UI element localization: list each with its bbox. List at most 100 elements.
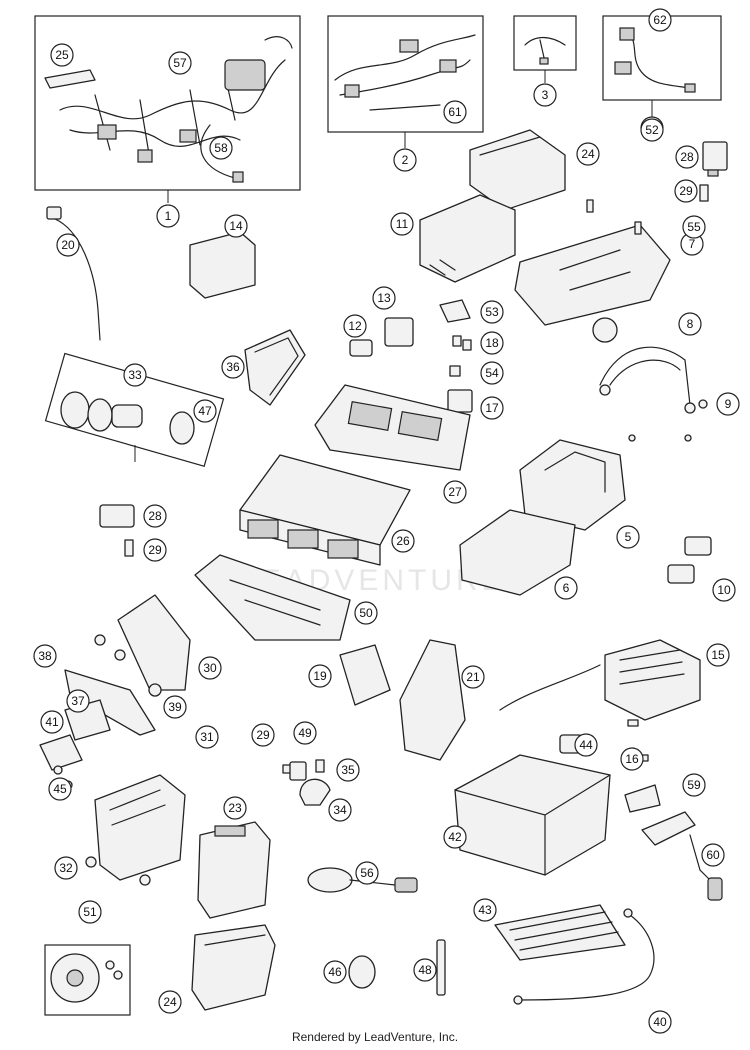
- callout-label-16: 16: [625, 752, 639, 766]
- tray-part-51: [194, 554, 351, 641]
- sensor-part-12: [349, 339, 373, 357]
- battery-part-43: [454, 754, 611, 876]
- callout-label-24: 24: [581, 147, 595, 161]
- callout-bubble-30: [198, 656, 222, 680]
- callout-bubble-39: [163, 695, 187, 719]
- clamp-part-34: [299, 778, 331, 806]
- callout-bubble-24: [158, 990, 182, 1014]
- callout-label-50: 50: [359, 606, 373, 620]
- cable-part-20: [46, 206, 101, 341]
- callout-label-18: 18: [485, 336, 499, 350]
- callout-label-54: 54: [485, 366, 499, 380]
- callout-bubble-2: [393, 148, 417, 172]
- cover-part-30: [117, 594, 191, 691]
- callout-label-61: 61: [448, 105, 462, 119]
- callout-label-43: 43: [478, 903, 492, 917]
- callout-label-29: 29: [256, 728, 270, 742]
- callout-bubble-58: [209, 136, 233, 160]
- sensor-cable-part-59: [200, 124, 244, 183]
- callout-bubble-29: [251, 723, 275, 747]
- screw-part-56: [586, 199, 642, 235]
- leader-lines: [134, 70, 653, 462]
- callout-bubble-52: [640, 118, 664, 142]
- fuse-holder-part-54: [439, 299, 471, 323]
- callout-bubble-28: [675, 145, 699, 169]
- callout-label-14: 14: [229, 219, 243, 233]
- fuse-part-55: [449, 365, 461, 377]
- callout-label-24: 24: [163, 995, 177, 1009]
- bracket-part-49: [436, 939, 446, 996]
- relay-part-28-mid: [99, 504, 135, 528]
- callout-bubble-32: [54, 856, 78, 880]
- callout-bubble-61: [443, 100, 467, 124]
- callout-label-35: 35: [341, 763, 355, 777]
- ecu-part-26: [239, 454, 411, 566]
- ring-part-48: [169, 411, 195, 445]
- callout-label-47: 47: [198, 404, 212, 418]
- bracket-part-50: [289, 761, 307, 781]
- callout-bubble-44: [574, 733, 598, 757]
- callout-label-51: 51: [83, 905, 97, 919]
- wiring-harness-53-part: [614, 27, 696, 93]
- callout-bubble-29: [674, 179, 698, 203]
- callout-label-48: 48: [418, 963, 432, 977]
- callout-label-19: 19: [313, 669, 327, 683]
- callout-bubble-50: [354, 601, 378, 625]
- callout-label-56: 56: [360, 866, 374, 880]
- relay-part-17: [447, 389, 473, 413]
- callout-label-10: 10: [717, 583, 731, 597]
- callout-label-3: 3: [542, 88, 549, 102]
- callout-label-20: 20: [61, 238, 75, 252]
- callout-label-62: 62: [653, 13, 667, 27]
- callout-bubble-17: [480, 396, 504, 420]
- gasket-part-36: [244, 329, 306, 406]
- callout-label-28: 28: [680, 150, 694, 164]
- callout-label-52: 52: [645, 123, 659, 137]
- callout-label-30: 30: [203, 661, 217, 675]
- control-unit-part-14: [189, 231, 256, 299]
- callout-label-5: 5: [625, 530, 632, 544]
- callout-bubble-56: [355, 861, 379, 885]
- callout-bubble-41: [40, 710, 64, 734]
- callout-label-28: 28: [148, 509, 162, 523]
- cable-tie-part-47: [348, 955, 376, 989]
- callout-bubble-23: [223, 796, 247, 820]
- callout-label-46: 46: [328, 965, 342, 979]
- callout-bubble-33: [123, 363, 147, 387]
- sensor-part-57: [307, 867, 418, 893]
- callout-bubble-15: [706, 643, 730, 667]
- callout-label-59: 59: [687, 778, 701, 792]
- callout-label-9: 9: [725, 397, 732, 411]
- callout-bubble-53: [480, 300, 504, 324]
- holder-part-42: [39, 734, 83, 771]
- module-part-23: [197, 821, 271, 919]
- callout-bubble-20: [56, 233, 80, 257]
- callout-bubble-11: [390, 212, 414, 236]
- callout-label-26: 26: [396, 534, 410, 548]
- battery-cable-part-41: [513, 908, 655, 1005]
- callout-bubble-38: [33, 644, 57, 668]
- callout-label-29: 29: [148, 543, 162, 557]
- callout-label-25: 25: [55, 48, 69, 62]
- pad-part-44: [494, 904, 626, 961]
- callout-bubble-3: [533, 83, 557, 107]
- ignition-lock-part-33: [60, 391, 143, 432]
- callout-bubble-28: [143, 504, 167, 528]
- ecu-cover-part-24-upper: [469, 129, 566, 211]
- callout-bubble-57: [168, 51, 192, 75]
- callout-bubbles: 1234567891011121314151617181920212324242…: [33, 8, 740, 1034]
- callout-label-7: 7: [689, 237, 696, 251]
- ecu-part-11: [419, 194, 516, 283]
- callout-bubble-13: [372, 286, 396, 310]
- control-unit-part-31: [94, 774, 186, 881]
- fuse-part-18: [452, 335, 472, 351]
- callout-label-13: 13: [377, 291, 391, 305]
- callout-label-12: 12: [348, 319, 362, 333]
- screw-part-9: [628, 399, 708, 442]
- callout-bubble-27: [443, 480, 467, 504]
- callout-label-23: 23: [228, 801, 242, 815]
- grommet-part-40: [148, 683, 162, 697]
- callout-label-41: 41: [45, 715, 59, 729]
- callout-bubble-37: [66, 689, 90, 713]
- callout-bubble-59: [682, 773, 706, 797]
